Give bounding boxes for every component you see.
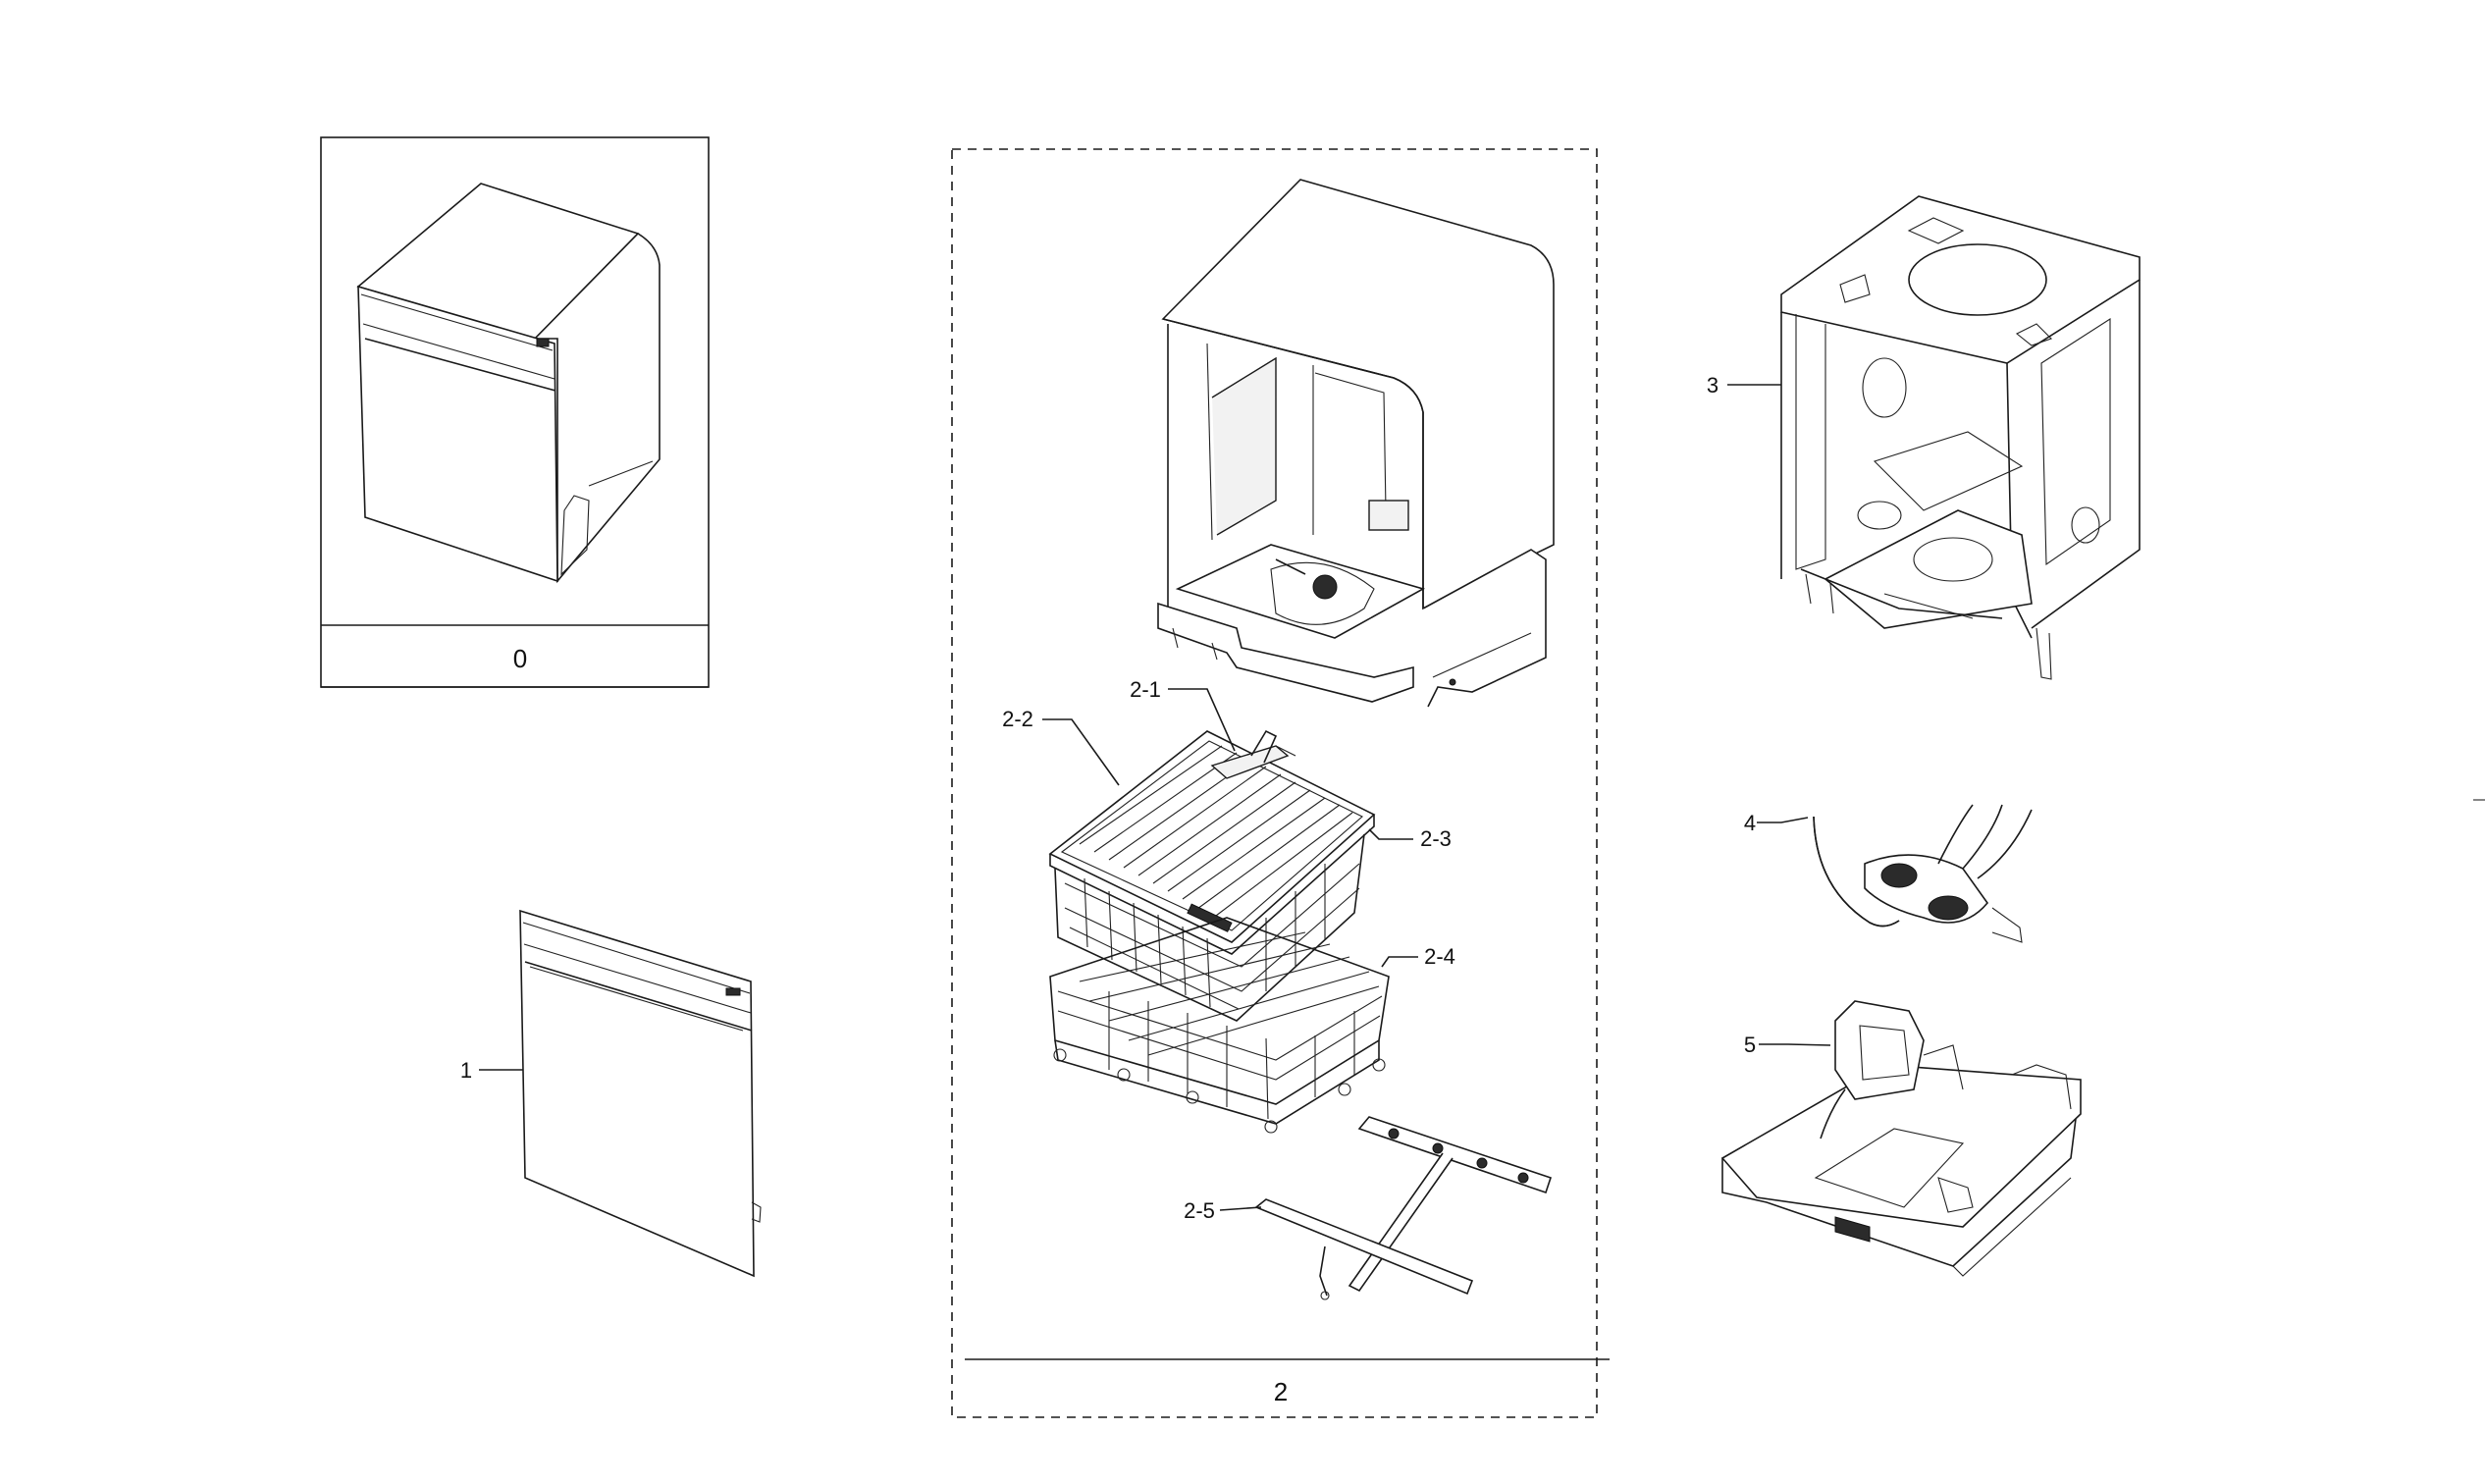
part-5-label: 5 [1744, 1033, 1756, 1057]
part-2-leaders [1042, 688, 1418, 1211]
part-2-1-label: 2-1 [1130, 677, 1161, 702]
part-2-3-label: 2-3 [1420, 826, 1452, 851]
part-4-hose-icon [1813, 804, 2033, 943]
part-2-label: 2 [1274, 1377, 1288, 1406]
part-2-5-spray-arm-icon [1254, 1116, 1553, 1300]
part-0-label: 0 [513, 644, 527, 673]
part-2-1-spray-arm-icon [1210, 729, 1296, 779]
part-3-tub-icon [1780, 195, 2141, 680]
part-1-label: 1 [460, 1058, 472, 1083]
part-2-cabinet-icon [1157, 179, 1555, 708]
part-5-base-icon [1720, 1000, 2082, 1277]
part-0-box [320, 136, 710, 688]
part-1-door-panel-icon [519, 909, 762, 1278]
part-4-leader [1757, 817, 1809, 823]
part-2-4-rack-icon [1049, 917, 1390, 1134]
part-5-leader [1759, 1043, 1831, 1046]
part-4-label: 4 [1744, 811, 1756, 835]
part-2-4-label: 2-4 [1424, 944, 1455, 969]
part-2-2-label: 2-2 [1002, 707, 1033, 731]
part-2-5-label: 2-5 [1184, 1198, 1215, 1223]
part-2-box [951, 148, 1610, 1418]
part-0-dishwasher-icon [356, 183, 661, 584]
part-3-label: 3 [1707, 373, 1718, 398]
